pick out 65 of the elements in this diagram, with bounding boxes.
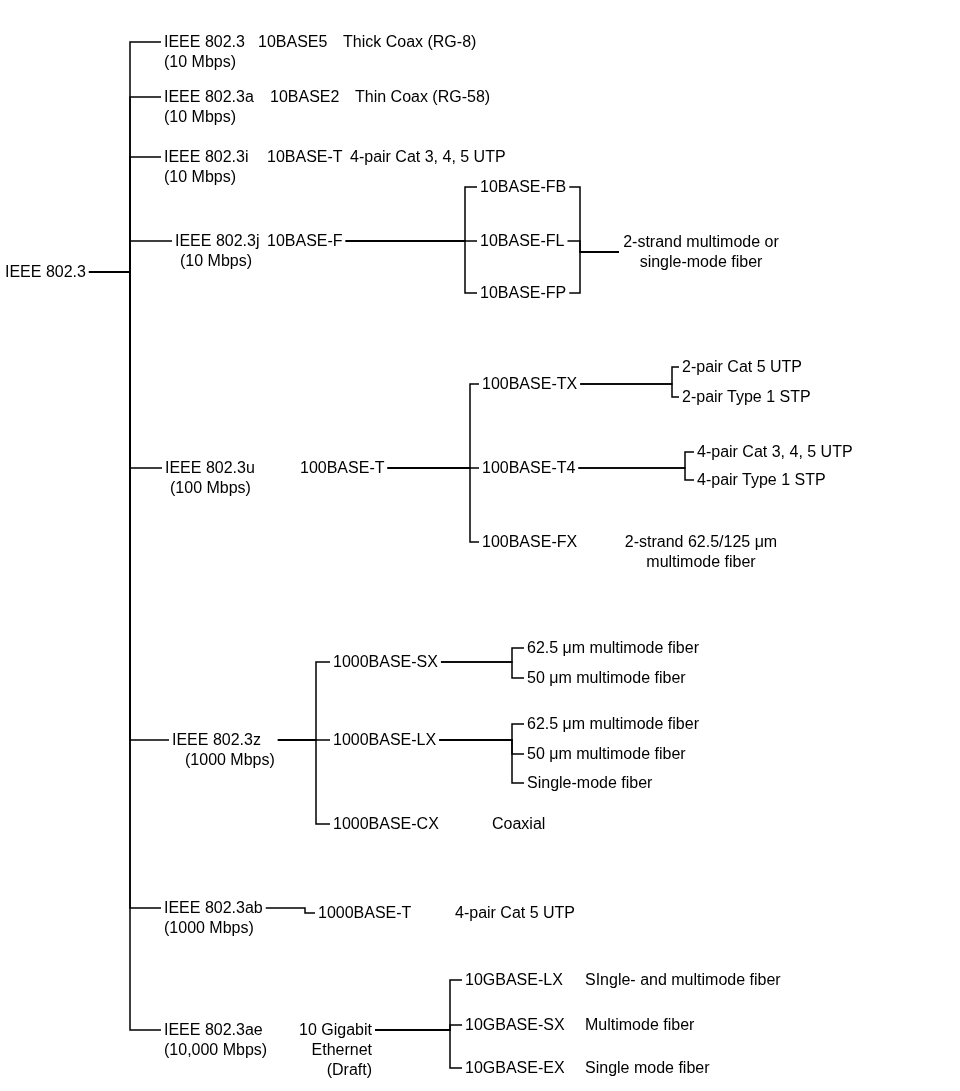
media-type: 10BASE-F <box>267 231 343 251</box>
media-type: 1000BASE-CX <box>333 814 439 834</box>
connector-line <box>438 739 525 784</box>
cable-description: Thin Coax (RG-58) <box>355 87 491 107</box>
cable-description: SIngle- and multimode fiber <box>585 970 781 990</box>
media-type: 100BASE-T4 <box>482 458 576 478</box>
media-type: 1000BASE-LX <box>333 730 437 750</box>
connector-line <box>265 907 316 914</box>
connector-line <box>440 661 525 679</box>
speed-label: (10 Mbps) <box>164 107 237 127</box>
cable-description: 4-pair Cat 5 UTP <box>455 903 576 923</box>
cable-description: Single-mode fiber <box>527 773 653 793</box>
standard-name: IEEE 802.3i <box>164 147 249 167</box>
connector-line <box>568 251 620 294</box>
cable-description: Single mode fiber <box>585 1058 710 1078</box>
cable-description: 2-strand multimode or single-mode fiber <box>622 232 780 272</box>
cable-description: Coaxial <box>492 814 546 834</box>
cable-description: 62.5 μm multimode fiber <box>527 638 699 658</box>
cable-description: 2-strand 62.5/125 μm multimode fiber <box>623 532 779 572</box>
connector-line <box>577 467 695 481</box>
standard-name: IEEE 802.3 <box>164 32 245 52</box>
media-type: 10BASE2 <box>270 87 340 107</box>
connector-line <box>374 1029 463 1069</box>
standard-name: IEEE 802.3j <box>175 231 260 251</box>
cable-description: 4-pair Cat 3, 4, 5 UTP <box>350 147 506 167</box>
media-type: 10BASE-FP <box>480 283 567 303</box>
cable-description: Multimode fiber <box>585 1015 695 1035</box>
connector-line <box>277 739 331 825</box>
connector-line <box>344 240 478 294</box>
root-label: IEEE 802.3 <box>5 262 86 282</box>
cable-description: 4-pair Cat 3, 4, 5 UTP <box>697 442 853 462</box>
media-type: 10GBASE-EX <box>465 1058 565 1078</box>
media-type: 100BASE-TX <box>482 374 578 394</box>
media-type: 100BASE-T <box>300 458 385 478</box>
cable-description: 62.5 μm multimode fiber <box>527 714 699 734</box>
speed-label: (10 Mbps) <box>164 167 237 187</box>
cable-description: 4-pair Type 1 STP <box>697 470 826 490</box>
speed-label: (10 Mbps) <box>180 251 253 271</box>
cable-description: 50 μm multimode fiber <box>527 668 686 688</box>
connector-line <box>386 467 480 543</box>
media-type: 1000BASE-T <box>318 903 412 923</box>
speed-label: (10 Mbps) <box>164 52 237 72</box>
media-type: 10BASE-FL <box>480 231 565 251</box>
standard-name: IEEE 802.3a <box>164 87 254 107</box>
speed-label: (100 Mbps) <box>170 478 251 498</box>
cable-description: 2-pair Type 1 STP <box>682 387 811 407</box>
speed-label: (1000 Mbps) <box>185 750 275 770</box>
standard-name: IEEE 802.3u <box>165 458 255 478</box>
cable-description: 50 μm multimode fiber <box>527 744 686 764</box>
media-type: 10GBASE-SX <box>465 1015 565 1035</box>
media-type: 1000BASE-SX <box>333 652 438 672</box>
media-type: 10BASE-T <box>267 147 343 167</box>
standard-name: IEEE 802.3ab <box>164 898 263 918</box>
media-type: 10BASE-FB <box>480 177 567 197</box>
cable-description: Thick Coax (RG-8) <box>343 32 477 52</box>
media-type: 100BASE-FX <box>482 532 578 552</box>
media-type: 10GBASE-LX <box>465 970 563 990</box>
connector-line <box>579 383 680 398</box>
media-type: 10BASE5 <box>258 32 328 52</box>
connector-line <box>88 271 162 1031</box>
standard-name: IEEE 802.3z <box>172 730 261 750</box>
speed-label: (1000 Mbps) <box>164 918 254 938</box>
cable-description: 2-pair Cat 5 UTP <box>682 357 803 377</box>
standard-name: IEEE 802.3ae <box>164 1020 263 1040</box>
speed-label: (10,000 Mbps) <box>164 1040 268 1060</box>
